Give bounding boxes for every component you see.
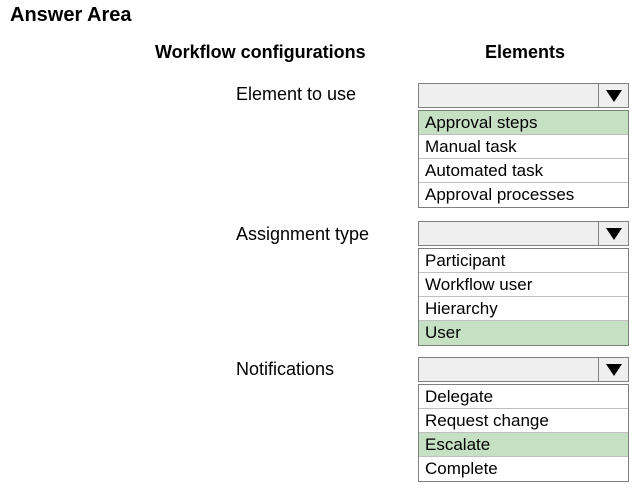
row-label-element-to-use: Element to use [236, 84, 357, 104]
triangle-down-icon[interactable] [598, 358, 628, 381]
option-request-change[interactable]: Request change [419, 409, 628, 433]
option-escalate[interactable]: Escalate [419, 433, 628, 457]
select-box[interactable] [418, 357, 629, 382]
option-list: Approval steps Manual task Automated tas… [418, 110, 629, 208]
answer-area-title: Answer Area [10, 4, 132, 26]
row-label-notifications: Notifications [236, 359, 335, 379]
dropdown-assignment-type: Participant Workflow user Hierarchy User [418, 221, 629, 346]
option-automated-task[interactable]: Automated task [419, 159, 628, 183]
option-hierarchy[interactable]: Hierarchy [419, 297, 628, 321]
option-approval-steps[interactable]: Approval steps [419, 111, 628, 135]
select-box[interactable] [418, 221, 629, 246]
elements-header: Elements [485, 42, 566, 62]
select-box[interactable] [418, 83, 629, 108]
option-participant[interactable]: Participant [419, 249, 628, 273]
option-complete[interactable]: Complete [425, 459, 498, 478]
option-list: Participant Workflow user Hierarchy User [418, 248, 629, 346]
option-user[interactable]: User [419, 321, 628, 345]
option-delegate[interactable]: Delegate [419, 385, 628, 409]
triangle-down-icon[interactable] [598, 84, 628, 107]
option-workflow-user[interactable]: Workflow user [419, 273, 628, 297]
dropdown-notifications: Delegate Request change Escalate Complet… [418, 357, 629, 482]
workflow-configurations-header: Workflow configurations [155, 42, 366, 62]
triangle-down-icon[interactable] [598, 222, 628, 245]
option-list: Delegate Request change Escalate Complet… [418, 384, 629, 482]
row-label-assignment-type: Assignment type [236, 224, 370, 244]
option-approval-processes[interactable]: Approval processes [425, 185, 575, 204]
option-manual-task[interactable]: Manual task [419, 135, 628, 159]
dropdown-element-to-use: Approval steps Manual task Automated tas… [418, 83, 629, 208]
